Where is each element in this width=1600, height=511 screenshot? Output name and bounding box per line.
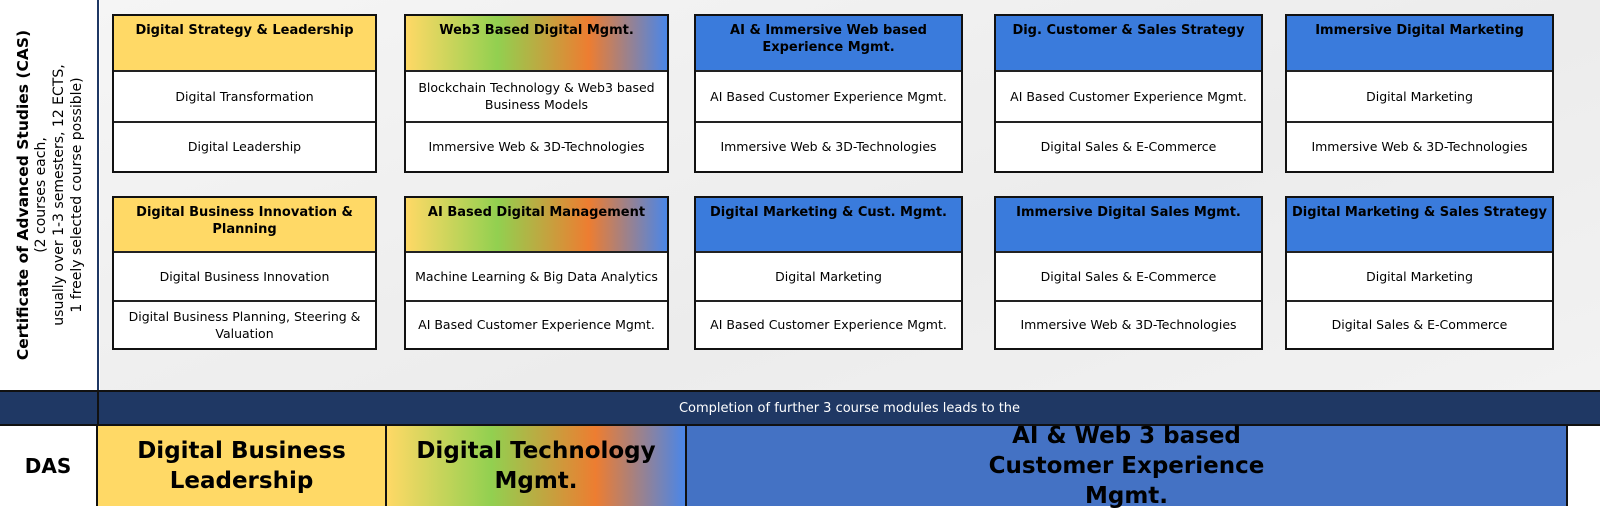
cas-note-1: (2 courses each, (33, 137, 49, 253)
course-item: Digital Sales & E-Commerce (996, 120, 1261, 172)
course-item: AI Based Customer Experience Mgmt. (696, 299, 961, 349)
completion-text: Completion of further 3 course modules l… (678, 400, 1021, 416)
module-card: AI & Immersive Web based Experience Mgmt… (694, 14, 963, 173)
module-title: Digital Marketing & Sales Strategy (1287, 198, 1552, 253)
das-program-ai-web3-cx: AI & Web 3 based Customer Experience Mgm… (687, 423, 1568, 509)
course-item: AI Based Customer Experience Mgmt. (1010, 88, 1247, 104)
course-item: Immersive Web & 3D-Technologies (1287, 120, 1552, 172)
das-program-digital-technology: Digital Technology Mgmt. (387, 426, 687, 506)
cas-label-column: Certificate of Advanced Studies (CAS) (2… (0, 0, 99, 390)
course-item: Digital Sales & E-Commerce (1287, 299, 1552, 349)
das-label: DAS (0, 426, 98, 506)
course-item: Digital Business Innovation (159, 268, 330, 284)
module-title: Immersive Digital Sales Mgmt. (996, 198, 1261, 253)
module-card: Web3 Based Digital Mgmt. Blockchain Techn… (404, 14, 669, 173)
course-item: Digital Marketing (775, 268, 882, 284)
module-title: Web3 Based Digital Mgmt. (406, 16, 667, 72)
course-item: Blockchain Technology & Web3 based Busin… (418, 80, 655, 113)
cas-label: Certificate of Advanced Studies (CAS) (2… (14, 10, 86, 380)
module-card: Dig. Customer & Sales Strategy AI Based C… (994, 14, 1263, 173)
course-item: Digital Business Planning, Steering & Va… (114, 299, 375, 349)
course-item: AI Based Customer Experience Mgmt. (710, 88, 947, 104)
das-program-digital-business-leadership: Digital Business Leadership (98, 426, 387, 506)
module-title: AI & Immersive Web based Experience Mgmt… (696, 16, 961, 72)
module-title: Dig. Customer & Sales Strategy (996, 16, 1261, 72)
course-item: Digital Sales & E-Commerce (1040, 268, 1217, 284)
module-title: AI Based Digital Management (406, 198, 667, 253)
course-item: Machine Learning & Big Data Analytics (415, 268, 658, 284)
module-card: Immersive Digital Sales Mgmt. Digital Sal… (994, 196, 1263, 350)
cas-note-2: usually over 1-3 semesters, 12 ECTS, (51, 64, 67, 326)
module-title: Digital Strategy & Leadership (114, 16, 375, 72)
course-item: AI Based Customer Experience Mgmt. (406, 299, 667, 349)
das-program-label: AI & Web 3 based Customer Experience Mgm… (988, 423, 1265, 509)
course-item: Digital Leadership (114, 120, 375, 172)
course-item: Immersive Web & 3D-Technologies (996, 299, 1261, 349)
cas-note-3: 1 freely selected course possible) (69, 77, 85, 313)
module-card: Digital Marketing & Cust. Mgmt. Digital M… (694, 196, 963, 350)
course-item: Digital Transformation (175, 88, 314, 104)
cas-title: Certificate of Advanced Studies (CAS) (14, 29, 32, 361)
course-item: Digital Marketing (1366, 88, 1473, 104)
course-item: Immersive Web & 3D-Technologies (696, 120, 961, 172)
module-title: Digital Marketing & Cust. Mgmt. (696, 198, 961, 253)
module-title: Immersive Digital Marketing (1287, 16, 1552, 72)
course-item: Digital Marketing (1366, 268, 1473, 284)
course-item: Immersive Web & 3D-Technologies (406, 120, 667, 172)
completion-band: Completion of further 3 course modules l… (0, 390, 1600, 426)
module-title: Digital Business Innovation & Planning (114, 198, 375, 253)
